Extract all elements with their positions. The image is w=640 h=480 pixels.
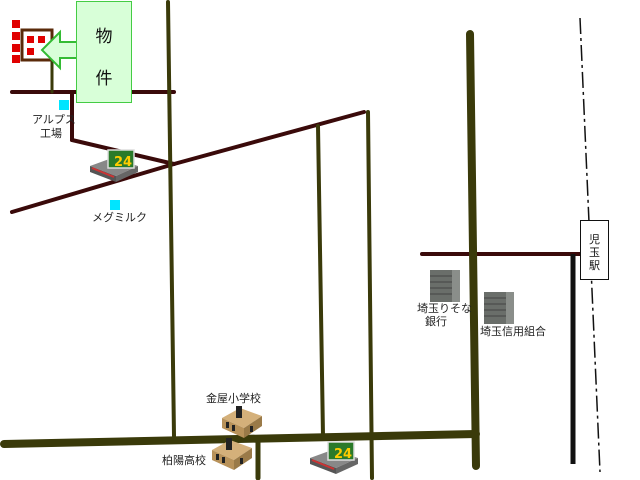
convenience-store-badge: 24 — [334, 447, 352, 462]
red-roads — [10, 90, 582, 256]
megmilk-label: メグミルク — [92, 211, 147, 224]
station-char-3: 駅 — [589, 259, 600, 272]
kanaya-elementary-label: 金屋小学校 — [206, 392, 261, 405]
road-main-vertical — [466, 30, 480, 470]
hakuyo-high-label: 柏陽高校 — [162, 454, 206, 467]
station-char-1: 児 — [589, 233, 600, 246]
alps-factory-label-line1: アルプス — [32, 113, 76, 126]
building-icon — [12, 20, 54, 63]
road-main-horizontal — [0, 430, 480, 448]
convenience-store-icon — [90, 149, 138, 182]
olive-roads — [0, 0, 480, 480]
road-vertical-2 — [316, 124, 325, 438]
school-icon — [212, 438, 252, 470]
property-label-line2: 件 — [95, 69, 113, 89]
saitama-resona-label-line1: 埼玉りそな — [417, 302, 472, 315]
property-label-line1: 物 — [95, 27, 113, 47]
road-diagonal-lower — [10, 162, 176, 214]
station-label-box: 児 玉 駅 — [580, 220, 609, 280]
alps-factory-label-line2: 工場 — [40, 127, 62, 140]
property-label-box: 物 件 — [76, 1, 132, 103]
school-icon — [222, 406, 262, 438]
saitama-resona-label-line2: 銀行 — [425, 315, 447, 328]
station-char-2: 玉 — [589, 246, 600, 259]
convenience-store-icon — [310, 441, 358, 474]
convenience-store-badge: 24 — [114, 155, 132, 170]
road-vertical-3 — [366, 110, 374, 480]
megmilk-marker — [110, 200, 120, 210]
bank-icon — [484, 292, 514, 324]
factory-marker — [59, 100, 69, 110]
saitama-shinkumi-label: 埼玉信用組合 — [480, 325, 546, 338]
bank-icon — [430, 270, 460, 302]
road-vertical-1 — [166, 0, 176, 438]
road-diagonal-upper — [172, 110, 366, 166]
